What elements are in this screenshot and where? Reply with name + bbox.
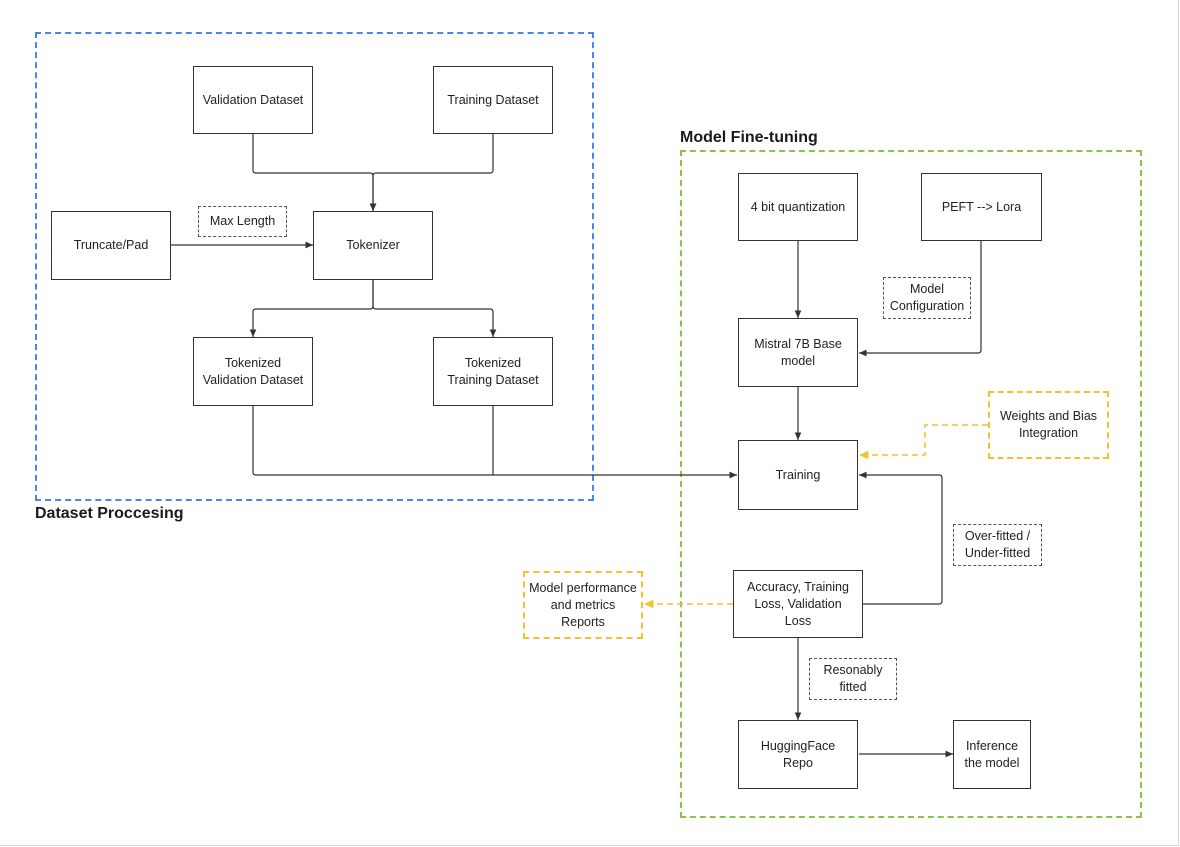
weights-bias-line-2: Integration <box>1018 426 1079 440</box>
tokenized-validation-line-2: Validation Dataset <box>202 372 304 387</box>
tokenizer-node: Tokenizer <box>313 211 433 280</box>
edge-tokenizer-to-tokenized-validation <box>249 280 374 337</box>
reasonably-fitted-line-1: Resonably <box>823 663 883 677</box>
dataset-processing-group <box>35 32 594 501</box>
inference-node: Inference the model <box>953 720 1031 789</box>
tokenizer-label: Tokenizer <box>346 238 400 252</box>
overfitted-note: Over-fitted / Under-fitted <box>953 524 1042 566</box>
model-configuration-line-2: Configuration <box>889 299 965 313</box>
edge-peft-to-mistral <box>859 241 982 357</box>
training-node: Training <box>738 440 858 510</box>
mistral-base-line-2: model <box>780 353 816 368</box>
peft-lora-node: PEFT --> Lora <box>921 173 1042 241</box>
truncate-pad-node: Truncate/Pad <box>51 211 171 280</box>
weights-bias-node: Weights and Bias Integration <box>988 391 1109 459</box>
model-configuration-line-1: Model <box>909 282 945 296</box>
edge-metrics-feedback-to-training <box>859 471 943 605</box>
peft-lora-label: PEFT --> Lora <box>941 199 1022 214</box>
training-dataset-node: Training Dataset <box>433 66 553 134</box>
edge-weights-bias-to-training <box>859 424 988 460</box>
mistral-base-line-1: Mistral 7B Base <box>754 336 842 351</box>
model-finetuning-group <box>680 150 1142 818</box>
training-label: Training <box>775 467 821 482</box>
tokenized-validation-line-1: Tokenized <box>224 355 282 370</box>
max-length-note: Max Length <box>198 206 287 237</box>
training-dataset-label: Training Dataset <box>447 92 539 107</box>
metrics-line-1: Accuracy, Training <box>747 579 849 594</box>
dataset-processing-title: Dataset Proccesing <box>35 505 184 522</box>
overfitted-line-2: Under-fitted <box>964 546 1031 560</box>
quantization-label: 4 bit quantization <box>750 199 846 214</box>
reports-line-1: Model performance <box>529 580 637 595</box>
tokenized-validation-node: Tokenized Validation Dataset <box>193 337 313 406</box>
truncate-pad-label: Truncate/Pad <box>73 238 149 252</box>
edge-tokenizer-to-tokenized-training <box>372 280 497 337</box>
validation-dataset-node: Validation Dataset <box>193 66 313 134</box>
edge-training-to-tokenizer <box>369 134 494 211</box>
mistral-base-node: Mistral 7B Base model <box>738 318 858 387</box>
max-length-label: Max Length <box>209 214 276 228</box>
inference-line-1: Inference <box>965 738 1019 753</box>
tokenized-training-line-1: Tokenized <box>464 355 522 370</box>
tokenized-training-line-2: Training Dataset <box>447 372 539 387</box>
huggingface-repo-node: HuggingFace Repo <box>738 720 858 789</box>
reasonably-fitted-line-2: fitted <box>839 680 867 694</box>
edge-validation-to-tokenizer <box>252 134 377 211</box>
validation-dataset-label: Validation Dataset <box>202 92 304 107</box>
reasonably-fitted-note: Resonably fitted <box>809 658 897 700</box>
weights-bias-line-1: Weights and Bias <box>999 409 1098 423</box>
quantization-node: 4 bit quantization <box>738 173 858 241</box>
huggingface-repo-label: HuggingFace Repo <box>760 738 836 770</box>
metrics-node: Accuracy, Training Loss, Validation Loss <box>733 570 863 638</box>
reports-line-2: and metrics Reports <box>550 597 616 629</box>
inference-line-2: the model <box>964 755 1020 770</box>
edge-tokenized-validation-to-training <box>252 406 737 479</box>
model-finetuning-title: Model Fine-tuning <box>680 129 818 146</box>
reports-node: Model performance and metrics Reports <box>523 571 643 639</box>
model-configuration-note: Model Configuration <box>883 277 971 319</box>
overfitted-line-1: Over-fitted / <box>964 529 1031 543</box>
metrics-line-2: Loss, Validation Loss <box>754 596 842 628</box>
tokenized-training-node: Tokenized Training Dataset <box>433 337 553 406</box>
